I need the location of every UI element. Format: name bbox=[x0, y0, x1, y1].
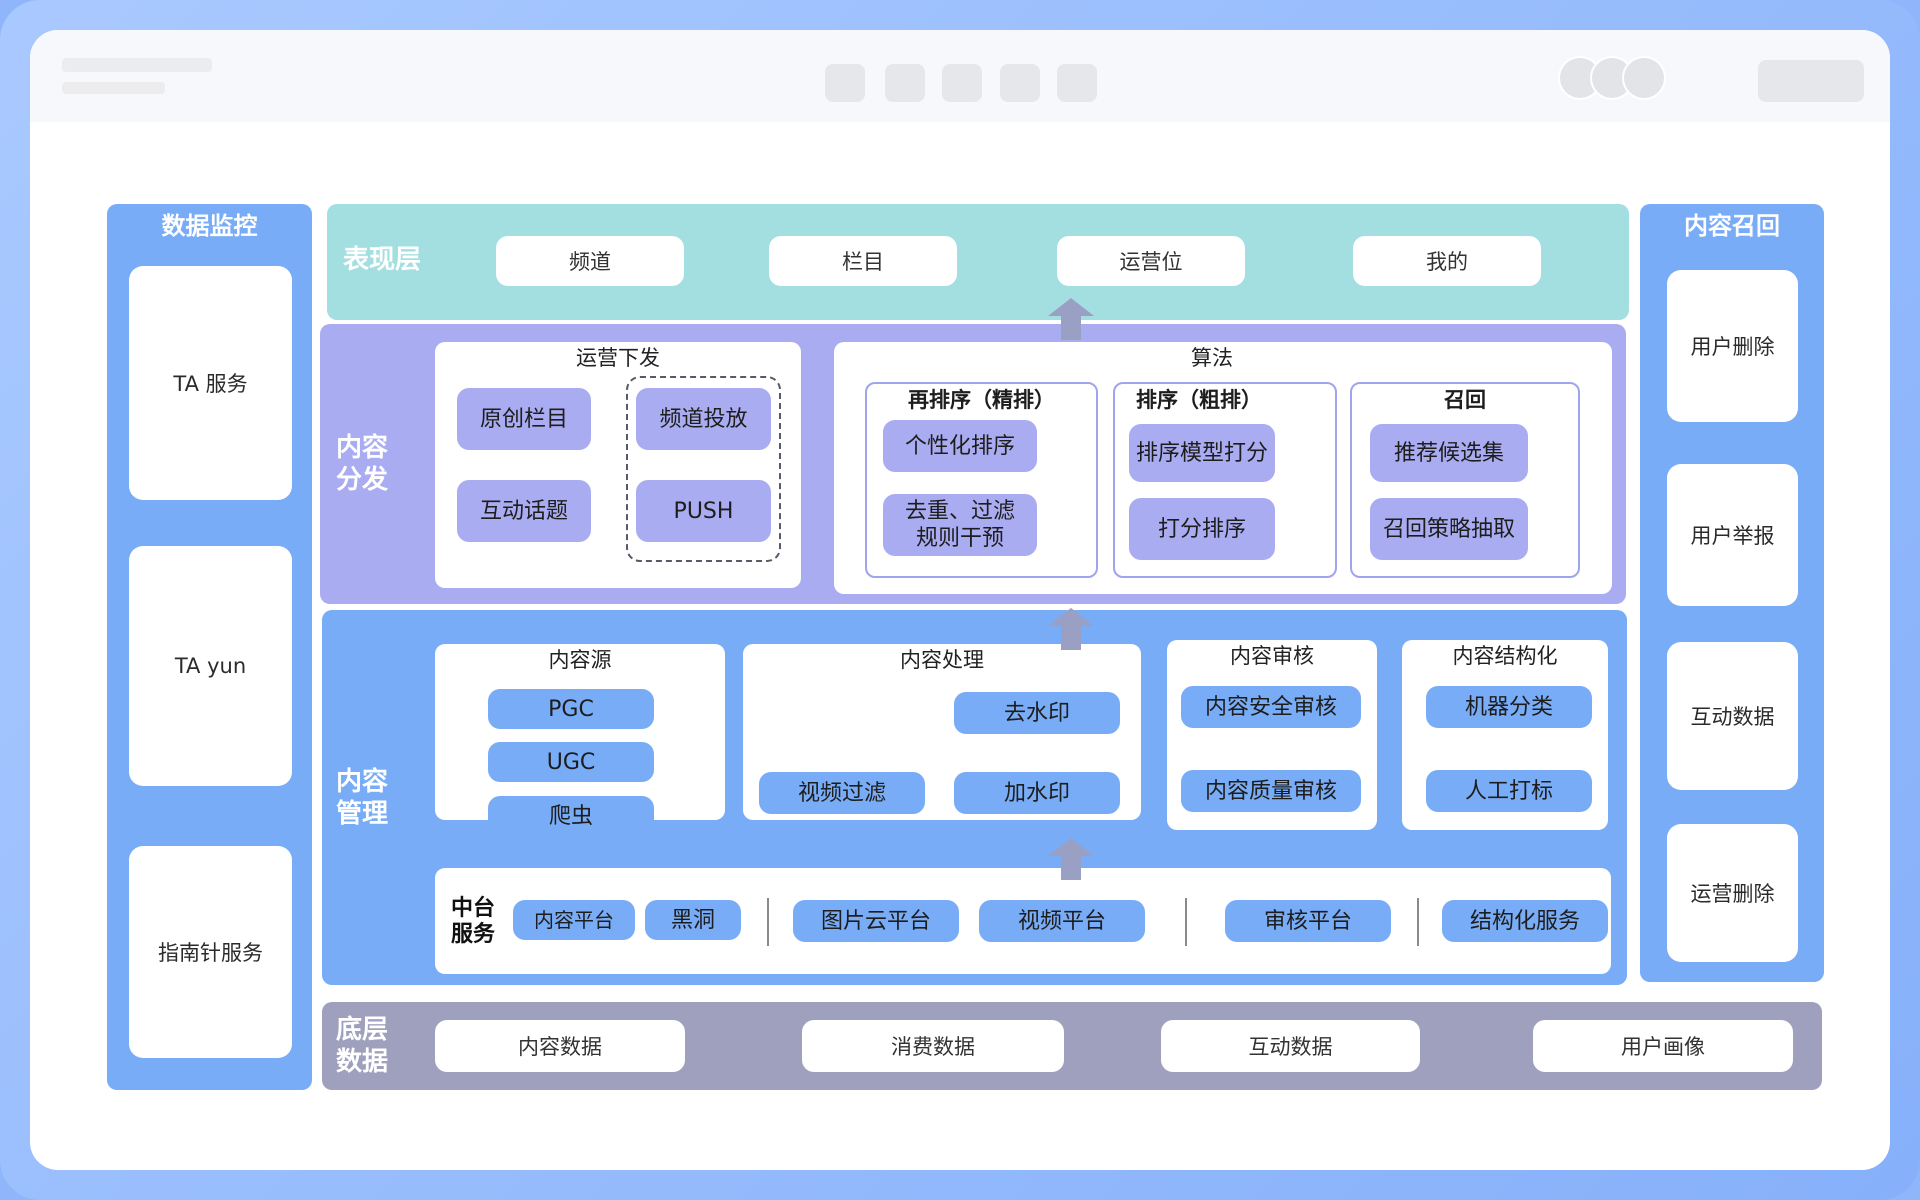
recall-item[interactable]: 召回策略抽取 bbox=[1370, 498, 1528, 560]
base-data-layer: 底层 数据 内容数据 消费数据 互动数据 用户画像 bbox=[322, 1002, 1822, 1090]
ops-item[interactable]: 频道投放 bbox=[636, 388, 771, 450]
rerank-title: 再排序（精排） bbox=[908, 388, 1055, 412]
monitor-column: 数据监控 TA 服务 TA yun 指南针服务 bbox=[107, 204, 312, 1090]
toolbar-button-2[interactable] bbox=[885, 64, 925, 102]
base-data-item[interactable]: 消费数据 bbox=[802, 1020, 1064, 1072]
base-data-item[interactable]: 互动数据 bbox=[1161, 1020, 1420, 1072]
review-item[interactable]: 内容安全审核 bbox=[1181, 686, 1361, 728]
title-bar bbox=[30, 30, 1890, 122]
presentation-layer: 表现层 频道 栏目 运营位 我的 bbox=[327, 204, 1629, 320]
distribution-layer: 内容 分发 运营下发 原创栏目 互动话题 频道投放 PUSH 算法 再排序（精排… bbox=[320, 324, 1626, 604]
toolbar-button-4[interactable] bbox=[1000, 64, 1040, 102]
flow-arrow-icon bbox=[1048, 608, 1094, 650]
recall-item[interactable]: 用户删除 bbox=[1667, 270, 1798, 422]
platform-item[interactable]: 内容平台 bbox=[513, 900, 635, 940]
platform-item[interactable]: 视频平台 bbox=[979, 900, 1145, 942]
structure-item[interactable]: 人工打标 bbox=[1426, 770, 1592, 812]
process-title: 内容处理 bbox=[900, 648, 984, 672]
ops-title: 运营下发 bbox=[576, 346, 660, 370]
monitor-item[interactable]: TA 服务 bbox=[129, 266, 292, 500]
rank-item[interactable]: 排序模型打分 bbox=[1129, 424, 1275, 482]
flow-arrow-icon bbox=[1048, 298, 1094, 340]
process-item[interactable]: 去水印 bbox=[954, 692, 1120, 734]
presentation-item[interactable]: 栏目 bbox=[769, 236, 957, 286]
ops-item[interactable]: 原创栏目 bbox=[457, 388, 591, 450]
toolbar-button-3[interactable] bbox=[942, 64, 982, 102]
source-panel: 内容源 PGC UGC 爬虫 bbox=[435, 644, 725, 836]
monitor-title: 数据监控 bbox=[161, 212, 258, 240]
structure-item[interactable]: 机器分类 bbox=[1426, 686, 1592, 728]
recall-item[interactable]: 用户举报 bbox=[1667, 464, 1798, 606]
base-data-label: 底层 数据 bbox=[336, 1015, 389, 1077]
ops-item[interactable]: 互动话题 bbox=[457, 480, 591, 542]
recall-item[interactable]: 运营删除 bbox=[1667, 824, 1798, 962]
title-placeholder bbox=[62, 58, 212, 72]
rank-box: 排序（粗排） 排序模型打分 打分排序 bbox=[1113, 382, 1337, 578]
structure-panel: 内容结构化 机器分类 人工打标 bbox=[1402, 640, 1608, 830]
review-panel: 内容审核 内容安全审核 内容质量审核 bbox=[1167, 640, 1377, 830]
platform-title: 中台 服务 bbox=[451, 896, 496, 947]
platform-item[interactable]: 结构化服务 bbox=[1442, 900, 1608, 942]
structure-title: 内容结构化 bbox=[1452, 644, 1558, 668]
window-action-button[interactable] bbox=[1758, 60, 1864, 102]
process-item[interactable]: 加水印 bbox=[954, 772, 1120, 814]
management-label: 内容 管理 bbox=[336, 767, 389, 829]
source-item[interactable]: 爬虫 bbox=[488, 796, 654, 836]
avatar-3[interactable] bbox=[1622, 56, 1666, 100]
toolbar-button-5[interactable] bbox=[1057, 64, 1097, 102]
platform-divider bbox=[1417, 898, 1419, 946]
subtitle-placeholder bbox=[62, 82, 165, 94]
rank-title: 排序（粗排） bbox=[1136, 388, 1262, 412]
review-title: 内容审核 bbox=[1230, 644, 1314, 668]
presentation-item[interactable]: 频道 bbox=[496, 236, 684, 286]
monitor-item[interactable]: 指南针服务 bbox=[129, 846, 292, 1058]
toolbar-button-1[interactable] bbox=[825, 64, 865, 102]
recall-title: 召回 bbox=[1444, 388, 1486, 412]
recall-item[interactable]: 推荐候选集 bbox=[1370, 424, 1528, 482]
monitor-item[interactable]: TA yun bbox=[129, 546, 292, 786]
base-data-item[interactable]: 用户画像 bbox=[1533, 1020, 1793, 1072]
process-item[interactable]: 视频过滤 bbox=[759, 772, 925, 814]
algo-title: 算法 bbox=[1191, 346, 1233, 370]
source-title: 内容源 bbox=[548, 648, 612, 672]
source-item[interactable]: PGC bbox=[488, 689, 654, 729]
platform-divider bbox=[1185, 898, 1187, 946]
process-panel: 内容处理 去水印 视频过滤 加水印 bbox=[743, 644, 1141, 820]
recall-column: 内容召回 用户删除 用户举报 互动数据 运营删除 bbox=[1640, 204, 1824, 982]
management-layer: 内容 管理 内容源 PGC UGC 爬虫 内容处理 去水印 视频过滤 加水印 内… bbox=[322, 610, 1627, 985]
algo-panel: 算法 再排序（精排） 个性化排序 去重、过滤规则干预 排序（粗排） 排序模型打分… bbox=[834, 342, 1612, 594]
presentation-label: 表现层 bbox=[343, 245, 422, 275]
platform-item[interactable]: 黑洞 bbox=[645, 900, 741, 940]
ops-panel: 运营下发 原创栏目 互动话题 频道投放 PUSH bbox=[435, 342, 801, 588]
presentation-item[interactable]: 运营位 bbox=[1057, 236, 1245, 286]
review-item[interactable]: 内容质量审核 bbox=[1181, 770, 1361, 812]
platform-panel: 中台 服务 内容平台 黑洞 图片云平台 视频平台 审核平台 结构化服务 bbox=[435, 868, 1611, 974]
base-data-item[interactable]: 内容数据 bbox=[435, 1020, 685, 1072]
platform-divider bbox=[767, 898, 769, 946]
rank-item[interactable]: 打分排序 bbox=[1129, 498, 1275, 560]
platform-item[interactable]: 审核平台 bbox=[1225, 900, 1391, 942]
flow-arrow-icon bbox=[1048, 838, 1094, 880]
distribution-label: 内容 分发 bbox=[336, 433, 389, 495]
ops-item[interactable]: PUSH bbox=[636, 480, 771, 542]
rerank-item[interactable]: 个性化排序 bbox=[883, 420, 1037, 472]
platform-item[interactable]: 图片云平台 bbox=[793, 900, 959, 942]
presentation-item[interactable]: 我的 bbox=[1353, 236, 1541, 286]
rerank-box: 再排序（精排） 个性化排序 去重、过滤规则干预 bbox=[865, 382, 1098, 578]
recall-item[interactable]: 互动数据 bbox=[1667, 642, 1798, 790]
rerank-item[interactable]: 去重、过滤规则干预 bbox=[883, 494, 1037, 556]
ops-dashed-group bbox=[626, 376, 781, 562]
recall-box: 召回 推荐候选集 召回策略抽取 bbox=[1350, 382, 1580, 578]
recall-title: 内容召回 bbox=[1684, 212, 1780, 240]
source-item[interactable]: UGC bbox=[488, 742, 654, 782]
